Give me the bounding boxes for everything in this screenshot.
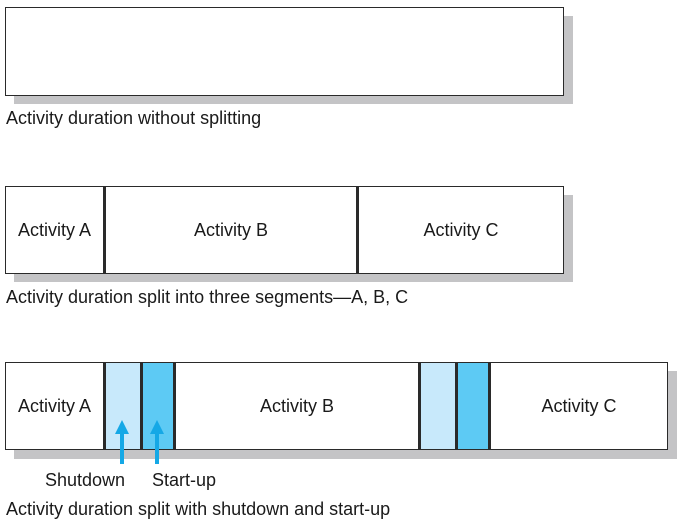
startup-label: Start-up bbox=[152, 470, 217, 490]
caption-three-segments: Activity duration split into three segme… bbox=[6, 287, 409, 307]
shutdown-block bbox=[421, 363, 455, 449]
segment-activity-b: Activity B bbox=[193, 219, 268, 240]
caption-without-splitting: Activity duration without splitting bbox=[6, 108, 262, 128]
startup-arrow-icon bbox=[150, 420, 164, 464]
segment-divider bbox=[455, 363, 458, 449]
segment-divider bbox=[418, 363, 421, 449]
caption-shutdown-startup: Activity duration split with shutdown an… bbox=[6, 499, 391, 519]
segment-divider bbox=[356, 187, 359, 273]
segment-divider bbox=[103, 363, 106, 449]
segment-activity-a: Activity A bbox=[17, 395, 92, 416]
bar-2-three-segments: Activity A Activity B Activity C bbox=[5, 186, 564, 274]
segment-divider bbox=[173, 363, 176, 449]
startup-block bbox=[458, 363, 488, 449]
segment-divider bbox=[103, 187, 106, 273]
segment-activity-c: Activity C bbox=[423, 219, 499, 240]
segment-activity-c: Activity C bbox=[541, 395, 617, 416]
shutdown-arrow-icon bbox=[115, 420, 129, 464]
bar-3-shutdown-startup: Activity A Activity B Activity C bbox=[5, 362, 668, 450]
segment-activity-b: Activity B bbox=[259, 395, 334, 416]
bar-1-unsplit bbox=[5, 7, 564, 96]
segment-activity-a: Activity A bbox=[17, 219, 92, 240]
segment-divider bbox=[140, 363, 143, 449]
segment-divider bbox=[488, 363, 491, 449]
shutdown-label: Shutdown bbox=[45, 470, 126, 490]
